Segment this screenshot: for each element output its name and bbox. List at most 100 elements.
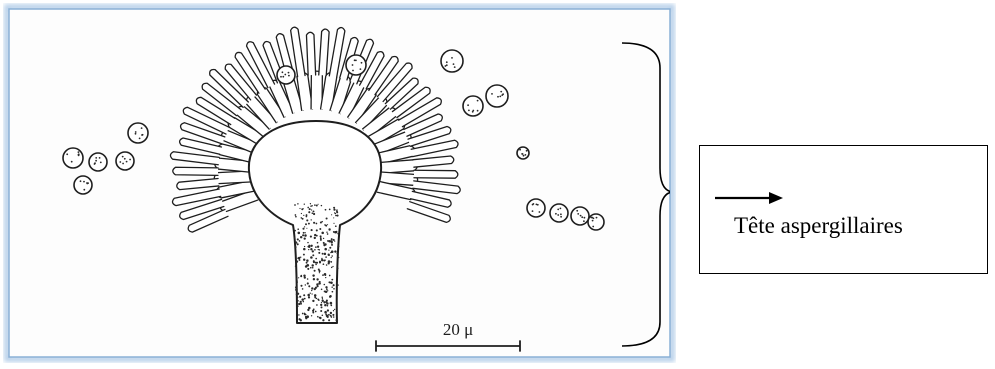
stipple-dot: [312, 254, 314, 256]
stipple-dot: [310, 236, 312, 238]
phialide: [414, 170, 458, 178]
stipple-dot: [307, 264, 310, 267]
stipple-dot: [302, 288, 304, 290]
stipple-dot: [322, 253, 324, 255]
stipple-dot: [295, 214, 297, 216]
stipple-dot: [335, 225, 337, 227]
stipple-dot: [335, 215, 337, 217]
stipple-dot: [311, 219, 312, 220]
stipple-dot: [318, 252, 320, 254]
stipple-dot: [327, 309, 329, 311]
stipple-dot: [312, 312, 314, 314]
stipple-dot: [325, 274, 327, 276]
stipple-dot: [331, 244, 333, 246]
stipple-dot: [321, 232, 324, 235]
stipple-dot: [333, 284, 335, 286]
stipple-dot: [330, 302, 333, 305]
stipple-dot: [300, 301, 302, 303]
stipple-dot: [330, 312, 332, 314]
stipple-dot: [304, 246, 305, 247]
stipple-dot: [308, 211, 310, 213]
stipple-dot: [323, 301, 325, 303]
stipple-dot: [303, 248, 306, 251]
stipple-dot: [297, 203, 298, 204]
stipple-dot: [307, 268, 309, 270]
annotation-label: Tête aspergillaires: [734, 213, 903, 239]
stipple-dot: [298, 232, 301, 235]
stipple-dot: [317, 246, 319, 248]
stipple-dot: [295, 216, 297, 218]
stipple-dot: [331, 238, 333, 240]
stipple-dot: [311, 287, 313, 289]
stipple-dot: [304, 226, 305, 227]
stipple-dot: [337, 284, 338, 285]
stipple-dot: [311, 209, 312, 210]
stipple-dot: [313, 210, 315, 212]
stipple-dot: [298, 318, 300, 320]
stipple-dot: [301, 217, 303, 219]
stipple-dot: [329, 281, 331, 283]
annotation-label-box: [699, 145, 988, 274]
conidium-spore: [346, 55, 366, 75]
stipple-dot: [325, 225, 327, 227]
stipple-dot: [333, 217, 334, 218]
stipple-dot: [301, 298, 304, 301]
stipple-dot: [305, 232, 306, 233]
stipple-dot: [333, 288, 335, 290]
stipple-dot: [316, 223, 318, 225]
stipple-dot: [336, 211, 338, 213]
conidium-spore: [277, 66, 295, 84]
stipple-dot: [332, 266, 333, 267]
stipple-dot: [320, 304, 322, 306]
stipple-dot: [307, 207, 309, 209]
stipple-dot: [302, 313, 304, 315]
stipple-dot: [327, 240, 329, 242]
stipple-dot: [332, 291, 334, 293]
stipple-dot: [300, 257, 301, 258]
stipple-dot: [324, 248, 327, 251]
stipple-dot: [318, 299, 320, 301]
stipple-dot: [329, 295, 331, 297]
stipple-dot: [331, 250, 334, 253]
stipple-dot: [307, 282, 309, 284]
stipple-dot: [331, 279, 333, 281]
stipple-dot: [333, 316, 335, 318]
metula: [311, 71, 322, 109]
stipple-dot: [321, 289, 323, 291]
stipple-dot: [334, 309, 335, 310]
stipple-dot: [323, 259, 325, 261]
stipple-dot: [330, 305, 332, 307]
stipple-dot: [333, 223, 334, 224]
stipple-dot: [303, 259, 305, 261]
stipple-dot: [309, 208, 311, 210]
stipple-dot: [328, 319, 330, 321]
conidium-spore: [63, 148, 83, 168]
stipple-dot: [333, 310, 334, 311]
stipple-dot: [297, 296, 299, 298]
stipple-dot: [313, 213, 315, 215]
stipple-dot: [319, 261, 321, 263]
stipple-dot: [315, 262, 317, 264]
stipple-dot: [294, 204, 296, 206]
stipple-dot: [319, 249, 320, 250]
stipple-dot: [324, 253, 326, 255]
conidium-spore: [486, 85, 508, 107]
stipple-dot: [310, 205, 311, 206]
stipple-dot: [311, 290, 312, 291]
stipple-dot: [338, 257, 339, 258]
stipple-dot: [311, 293, 312, 294]
stipple-dot: [304, 234, 307, 237]
stipple-dot: [336, 215, 338, 217]
conidium-spore: [74, 176, 92, 194]
phialide: [306, 32, 315, 75]
stipple-dot: [316, 229, 318, 231]
stipple-dot: [307, 294, 310, 297]
stipple-dot: [336, 252, 338, 254]
stipple-dot: [328, 260, 331, 263]
stipple-dot: [306, 262, 308, 264]
stipple-dot: [299, 208, 300, 209]
stipple-dot: [326, 315, 329, 318]
right-curly-brace-icon: [620, 40, 670, 350]
stipple-dot: [326, 288, 328, 290]
stipple-dot: [298, 257, 300, 259]
